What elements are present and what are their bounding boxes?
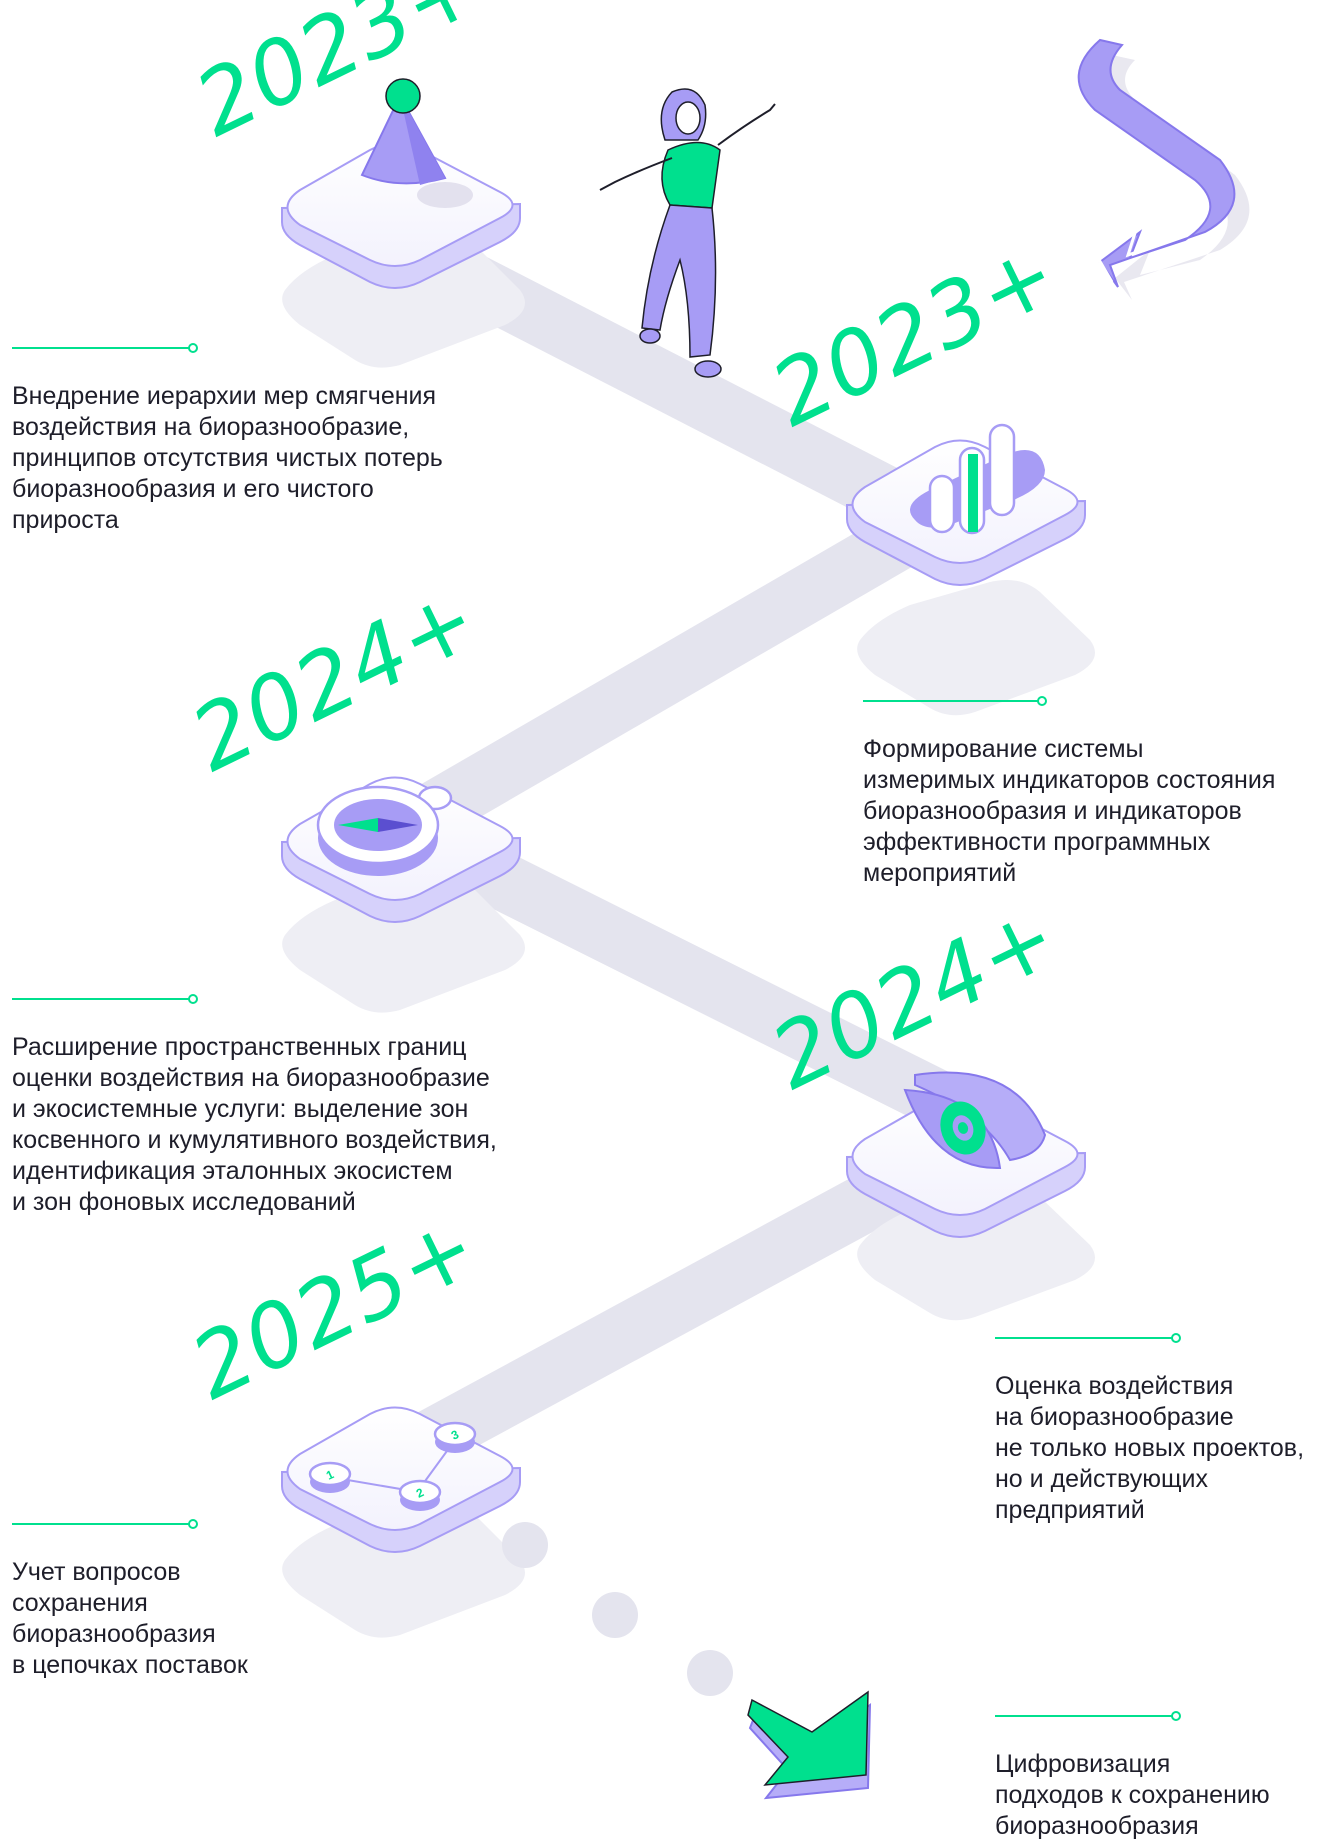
connector-line (995, 1711, 1181, 1721)
connector-line (863, 696, 1047, 706)
milestone-text-5: Учет вопросов сохранения биоразнообразия… (12, 1558, 248, 1679)
milestone-text-2: Формирование системы измеримых индикатор… (863, 735, 1276, 887)
cone-pin-icon (360, 78, 473, 208)
woman-figure (599, 88, 776, 378)
node-1: 1 (308, 1461, 352, 1493)
milestone-text-4: Оценка воздействия на биоразнообразие не… (995, 1372, 1305, 1524)
milestone-text-1: Внедрение иерархии мер смягчения воздейс… (12, 382, 443, 534)
network-nodes-icon: 1 2 3 (308, 1421, 477, 1511)
milestone-note-2: Формирование системы измеримых индикатор… (863, 696, 1276, 889)
milestone-note-1: Внедрение иерархии мер смягчения воздейс… (12, 343, 443, 536)
connector-line (12, 994, 198, 1004)
milestone-note-6: Цифровизация подходов к сохранению биора… (995, 1711, 1270, 1842)
eye-icon (903, 1071, 1047, 1170)
connector-line (12, 1519, 198, 1529)
s-arrow-icon (1067, 38, 1250, 300)
node-3: 3 (433, 1421, 477, 1453)
milestone-text-6: Цифровизация подходов к сохранению биора… (995, 1750, 1270, 1840)
node-2: 2 (398, 1479, 442, 1511)
platform-1 (281, 142, 521, 289)
arrow-down-right-icon (747, 1690, 872, 1800)
milestone-note-5: Учет вопросов сохранения биоразнообразия… (12, 1519, 248, 1681)
bar-chart-icon (910, 423, 1045, 535)
compass-icon (316, 785, 453, 876)
milestone-note-3: Расширение пространственных границ оценк… (12, 994, 497, 1218)
milestone-text-3: Расширение пространственных границ оценк… (12, 1033, 497, 1216)
trail-dots (502, 1522, 733, 1696)
connector-line (12, 343, 198, 353)
milestone-note-4: Оценка воздействия на биоразнообразие не… (995, 1333, 1305, 1526)
connector-line (995, 1333, 1181, 1343)
